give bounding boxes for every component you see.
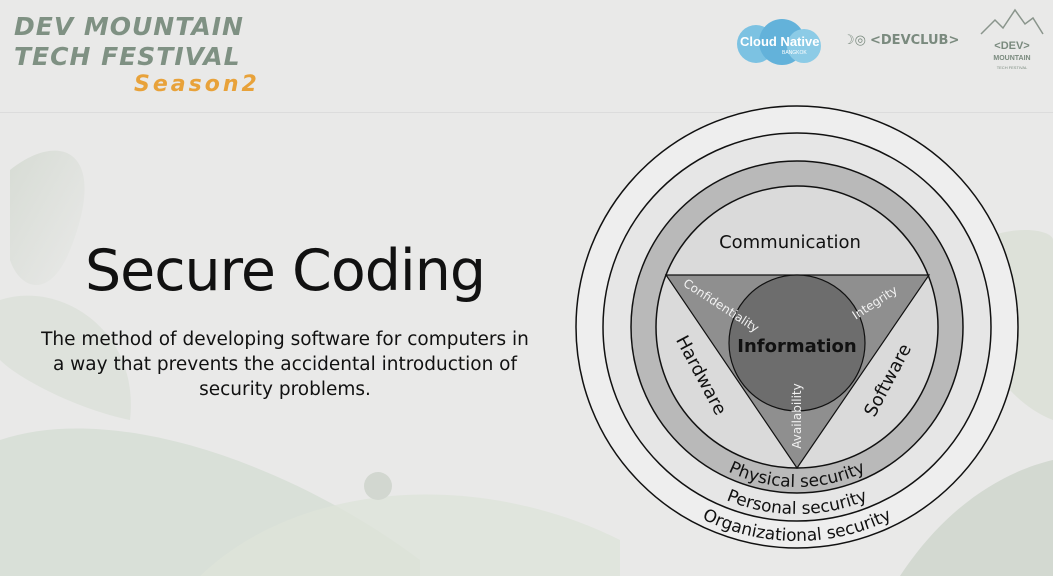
slide-title: Secure Coding: [84, 238, 486, 304]
slide-description: The method of developing software for co…: [41, 329, 529, 400]
event-logo-line1: DEV MOUNTAIN: [14, 12, 244, 41]
cloud-icon: [737, 19, 821, 65]
dev-mountain-logo: <DEV> MOUNTAIN TECH FESTIVAL: [977, 8, 1047, 78]
mountain-icon: [980, 8, 1044, 35]
cloud-native-logo: Cloud Native BANGKOK: [734, 18, 824, 66]
information-core: [728, 274, 866, 412]
label-communication: Communication: [719, 232, 861, 253]
label-availability: Availability: [790, 383, 804, 448]
event-logo: DEV MOUNTAIN TECH FESTIVAL Season2: [14, 10, 284, 105]
label-information: Information: [737, 336, 856, 357]
devclub-mark-icon: ☽◎: [843, 33, 866, 48]
header-divider: [0, 112, 1053, 113]
event-logo-season: Season2: [134, 72, 260, 97]
devclub-logo: ☽◎<DEVCLUB>: [843, 33, 960, 48]
event-logo-line2: TECH FESTIVAL: [14, 42, 241, 71]
